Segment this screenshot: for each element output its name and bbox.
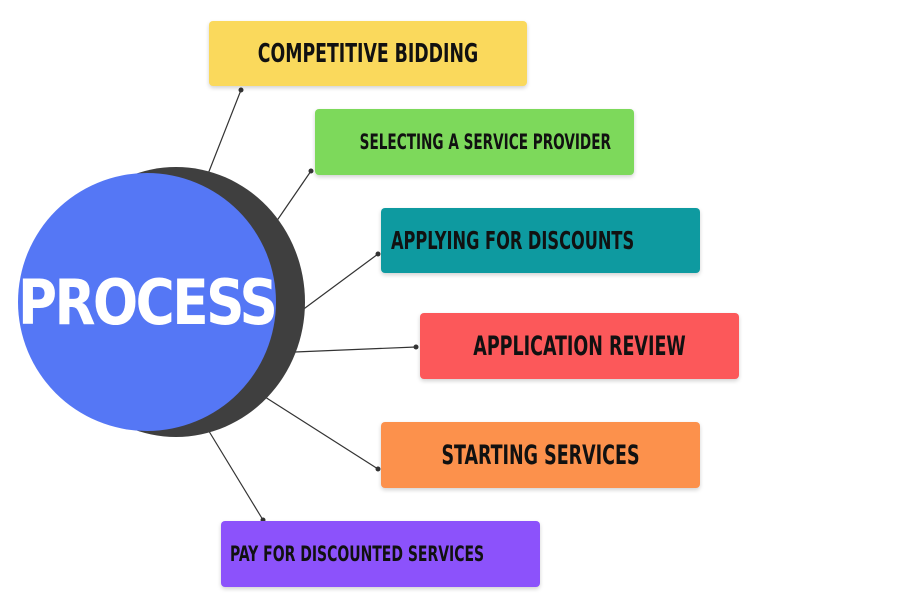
step-application-review: APPLICATION REVIEW bbox=[420, 313, 739, 379]
process-circle-label: PROCESS bbox=[18, 265, 278, 339]
connector-dot-step-3 bbox=[375, 251, 381, 257]
connector-step-2 bbox=[275, 170, 312, 223]
connector-step-4 bbox=[294, 346, 417, 353]
connector-dot-step-2 bbox=[308, 168, 314, 174]
step-starting-services: STARTING SERVICES bbox=[381, 422, 700, 488]
step-label: APPLYING FOR DISCOUNTS bbox=[391, 226, 635, 255]
connector-step-6 bbox=[206, 427, 264, 521]
connector-step-3 bbox=[300, 253, 379, 312]
step-selecting-service-provider: SELECTING A SERVICE PROVIDER bbox=[315, 109, 634, 175]
connector-step-5 bbox=[264, 396, 379, 470]
process-circle: PROCESS bbox=[18, 173, 278, 431]
connector-step-1 bbox=[207, 89, 242, 175]
connector-dot-step-4 bbox=[413, 344, 419, 350]
step-label: STARTING SERVICES bbox=[441, 439, 640, 471]
connector-dot-step-1 bbox=[238, 87, 244, 93]
step-label: APPLICATION REVIEW bbox=[473, 330, 686, 362]
step-applying-for-discounts: APPLYING FOR DISCOUNTS bbox=[381, 208, 700, 273]
connector-dot-step-5 bbox=[375, 466, 381, 472]
step-pay-for-discounted-services: PAY FOR DISCOUNTED SERVICES bbox=[221, 521, 540, 587]
step-label: COMPETITIVE BIDDING bbox=[257, 38, 479, 69]
step-label: SELECTING A SERVICE PROVIDER bbox=[359, 130, 611, 154]
step-label: PAY FOR DISCOUNTED SERVICES bbox=[230, 542, 485, 566]
step-competitive-bidding: COMPETITIVE BIDDING bbox=[209, 21, 527, 86]
